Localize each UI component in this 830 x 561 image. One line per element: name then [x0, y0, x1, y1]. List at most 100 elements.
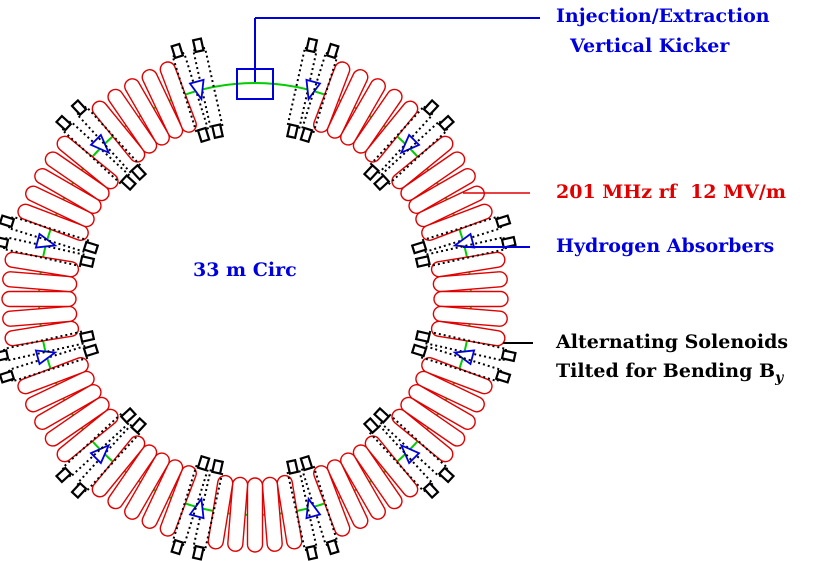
solenoid-coil	[191, 37, 225, 140]
solenoid-coil	[0, 329, 96, 363]
solenoid-inner-block	[285, 458, 300, 475]
ring-layer	[0, 37, 517, 561]
hydrogen-absorber-wedge	[188, 78, 205, 102]
rf-cavity	[400, 396, 466, 447]
rf-cavity	[415, 185, 485, 228]
solenoid-outer-block	[170, 538, 185, 556]
rf-cavity	[340, 452, 386, 520]
hydrogen-absorber-wedge	[399, 443, 421, 465]
solenoid-inner-block	[410, 240, 428, 255]
solenoid-outer-block	[54, 114, 73, 132]
absorber-label: Hydrogen Absorbers	[556, 235, 774, 257]
hydrogen-absorber-wedge	[305, 496, 322, 520]
solenoid-coil	[414, 235, 517, 269]
solenoid-label-line1: Alternating Solenoids	[555, 331, 788, 353]
rf-cavity	[326, 459, 369, 529]
rf-cavity	[340, 78, 386, 146]
solenoid-inner-block	[299, 126, 314, 144]
solenoid-inner-block	[79, 254, 96, 269]
rf-cavity	[44, 151, 110, 202]
solenoid-outer-block	[494, 214, 512, 229]
solenoid-inner-block	[119, 406, 138, 424]
solenoid-outer-block	[170, 42, 185, 60]
rf-cavity	[159, 61, 197, 133]
rf-cavity	[107, 444, 158, 510]
rf-cavity	[107, 88, 158, 154]
cell-10	[0, 114, 138, 255]
cell-1	[299, 42, 440, 182]
solenoid-inner-block	[82, 343, 100, 358]
solenoid-outer-block	[0, 349, 10, 363]
solenoid-outer-block	[437, 114, 456, 132]
injection-label-line1: Injection/Extraction	[556, 5, 770, 27]
solenoid-outer-block	[70, 98, 88, 117]
rf-cavity	[391, 408, 454, 463]
rf-cavity	[17, 357, 89, 395]
cell-5	[299, 416, 440, 556]
solenoid-outer-block	[305, 37, 319, 54]
solenoid-inner-block	[362, 416, 380, 435]
rf-cavity	[44, 396, 110, 447]
solenoid-coil	[0, 214, 100, 255]
circumference-label: 33 m Circ	[193, 259, 297, 281]
rf-cavity	[25, 370, 95, 413]
solenoid-inner-block	[196, 454, 211, 472]
solenoid-outer-block	[0, 369, 16, 384]
rf-cavity	[34, 384, 102, 430]
solenoid-inner-block	[119, 174, 138, 192]
solenoid-inner-block	[210, 458, 225, 475]
solenoid-outer-block	[500, 235, 517, 249]
hydrogen-absorber-wedge	[89, 443, 111, 465]
rf-cavity	[313, 465, 351, 537]
solenoid-outer-block	[191, 37, 205, 54]
rf-cavity	[430, 320, 506, 347]
solenoid-inner-block	[299, 454, 314, 472]
rf-cavity	[56, 135, 119, 190]
solenoid-coil	[299, 454, 340, 556]
cell-6	[188, 458, 319, 561]
solenoid-outer-block	[325, 538, 340, 556]
cell-0	[191, 37, 322, 140]
solenoid-outer-block	[70, 481, 88, 500]
solenoid-inner-block	[372, 406, 391, 424]
cell-11	[70, 42, 211, 182]
solenoid-inner-block	[130, 163, 148, 182]
rf-cavity	[364, 100, 419, 163]
rf-cavity	[227, 476, 249, 552]
cell-9	[0, 232, 96, 363]
cell-4	[372, 343, 512, 484]
rf-cavity	[2, 305, 78, 327]
hydrogen-absorber-wedge	[34, 349, 58, 366]
cell-8	[0, 343, 138, 484]
rf-label: 201 MHz rf 12 MV/m	[556, 181, 786, 203]
injection-label-line2: Vertical Kicker	[569, 35, 730, 57]
solenoid-outer-block	[325, 42, 340, 60]
rf-cavity	[432, 271, 508, 293]
rf-cavity	[124, 78, 170, 146]
rf-cavity	[261, 476, 283, 552]
solenoid-outer-block	[494, 369, 512, 384]
rf-cavity	[141, 459, 184, 529]
rf-cavity	[34, 168, 102, 214]
rf-cavity	[326, 69, 369, 139]
solenoid-outer-block	[422, 98, 440, 117]
rf-cavity	[415, 370, 485, 413]
rf-cavity	[4, 251, 80, 278]
solenoid-inner-block	[285, 123, 300, 140]
solenoid-inner-block	[79, 329, 96, 344]
rf-cavity	[432, 305, 508, 327]
hydrogen-absorber-wedge	[89, 133, 111, 155]
solenoid-outer-block	[437, 466, 456, 484]
solenoid-inner-block	[130, 416, 148, 435]
solenoid-inner-block	[372, 174, 391, 192]
solenoid-label-line2: Tilted for Bending By	[556, 360, 784, 386]
solenoid-outer-block	[54, 466, 73, 484]
cell-7	[70, 416, 211, 556]
solenoid-outer-block	[422, 481, 440, 500]
solenoid-inner-block	[196, 126, 211, 144]
solenoid-outer-block	[0, 214, 16, 229]
rf-cavity	[25, 185, 95, 228]
solenoid-inner-block	[210, 123, 225, 140]
